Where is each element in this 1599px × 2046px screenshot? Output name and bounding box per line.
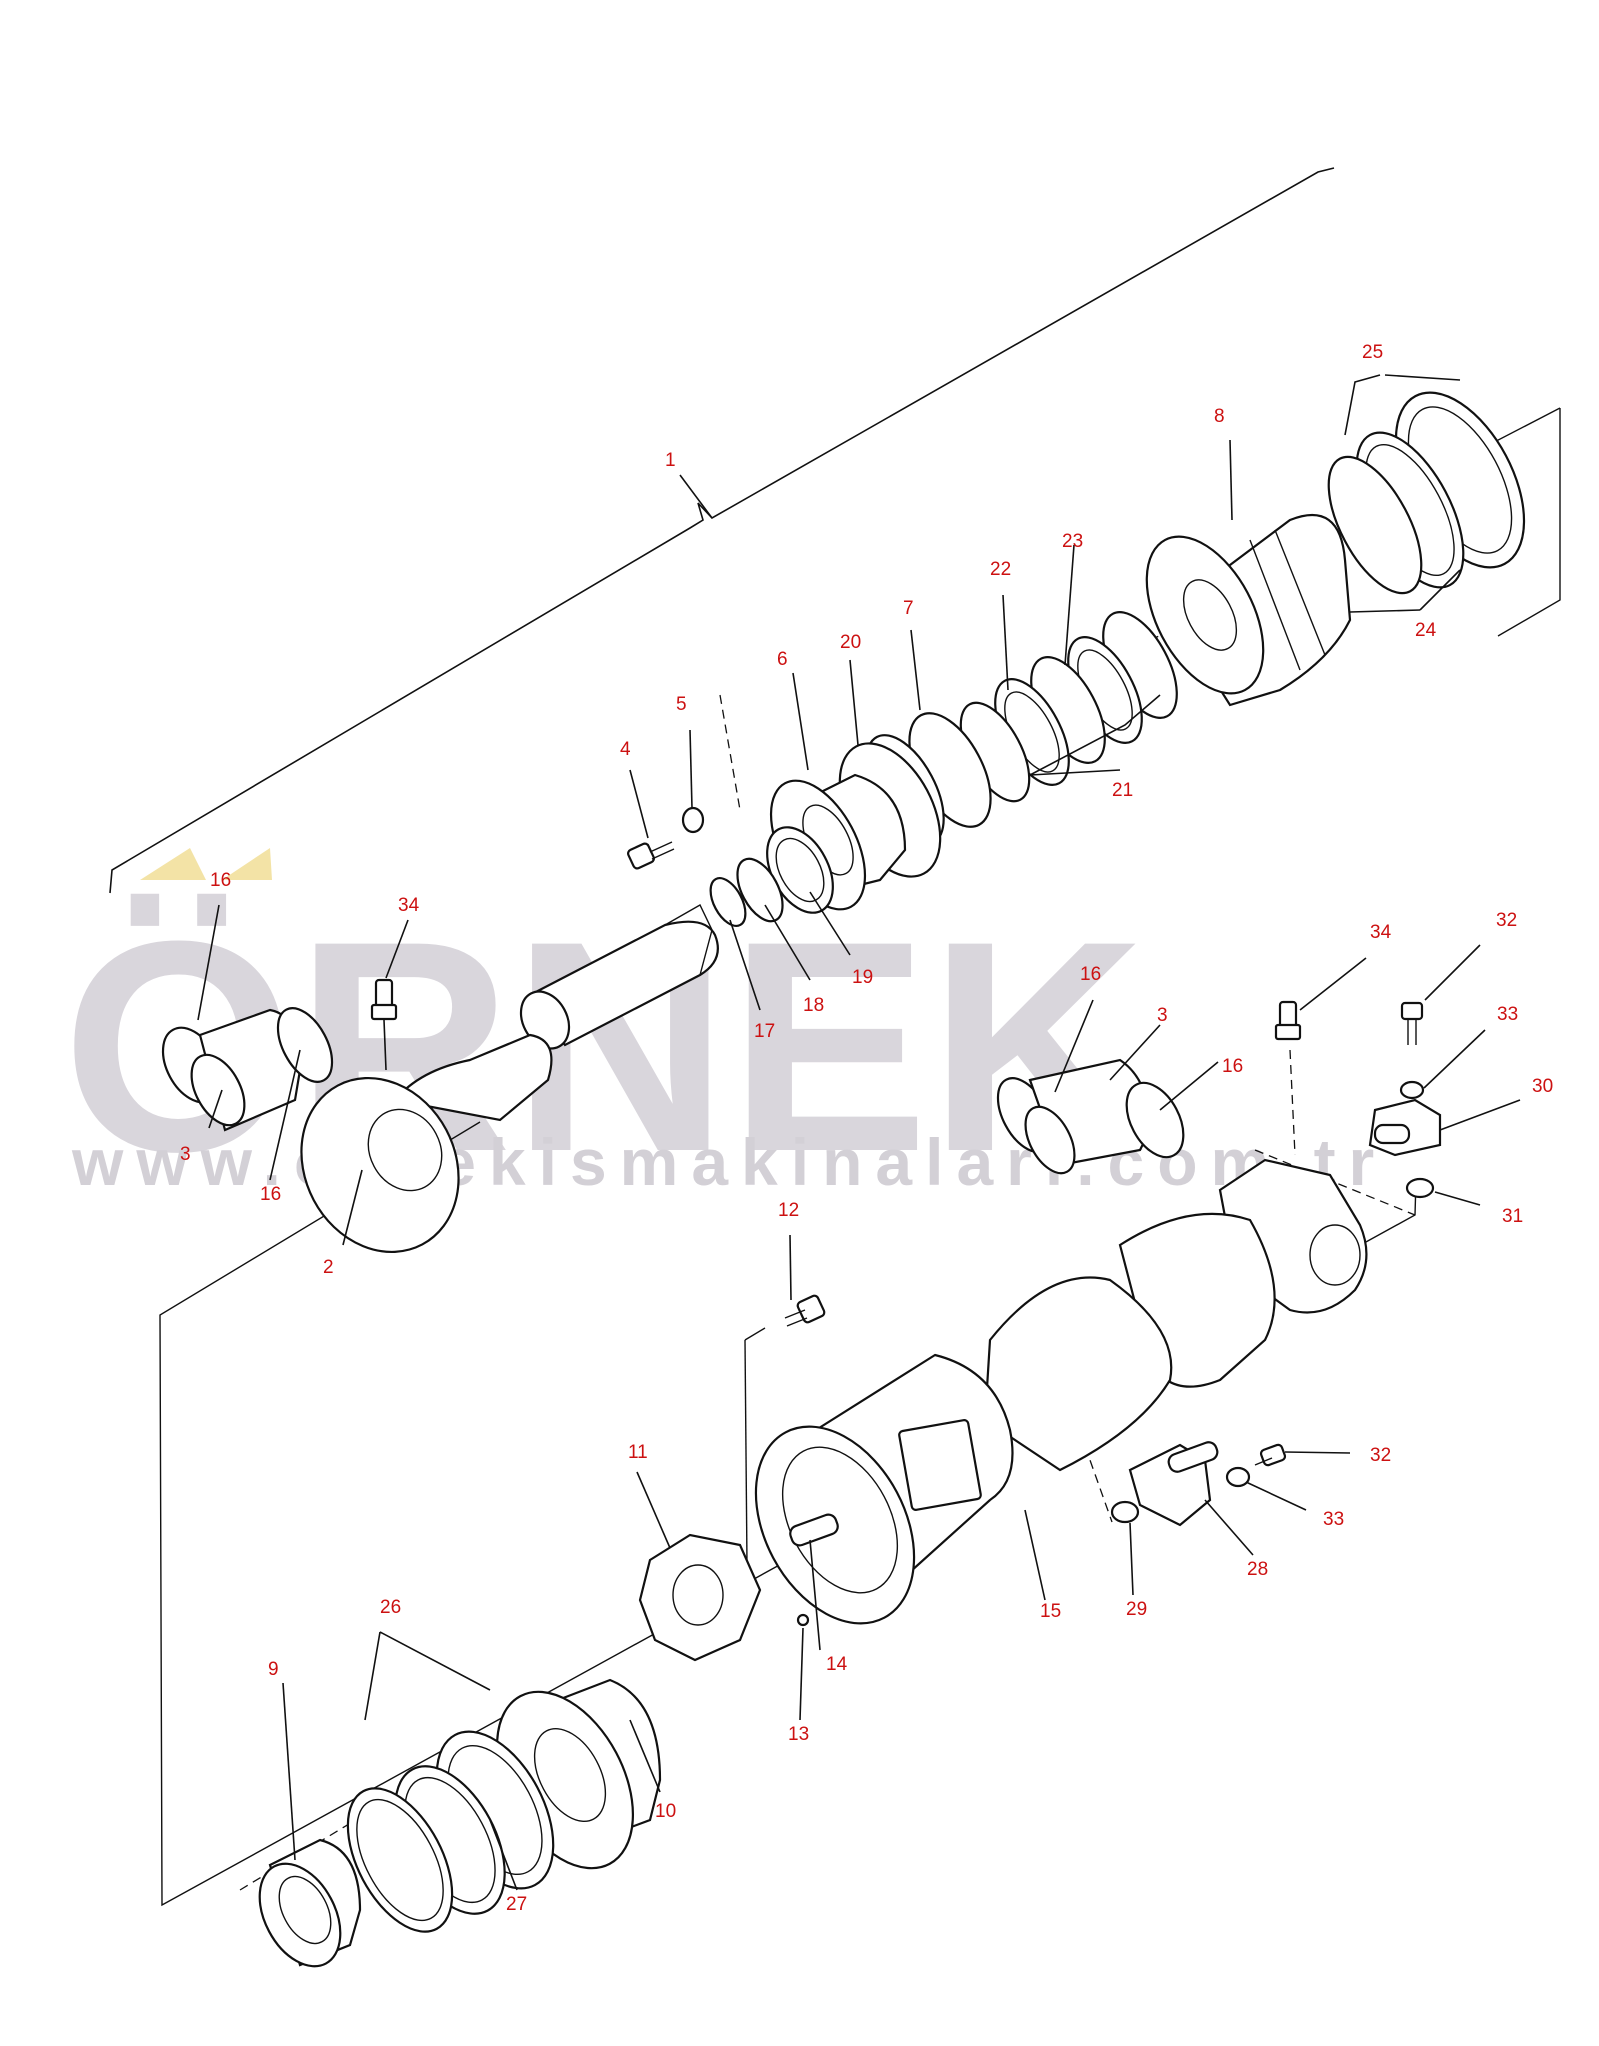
part-31-o-ring-right [1405,1177,1435,1199]
right-assembly [754,1000,1442,1627]
callout-19: 19 [852,967,873,988]
callout-24: 24 [1415,620,1437,641]
part-3-bushing-right [996,1058,1185,1175]
callout-5: 5 [676,694,687,715]
piston-rod [519,904,719,1050]
part-26-27-seal-rings [346,1730,555,1933]
part-11-nut [638,1533,762,1662]
callout-16-d: 16 [1222,1056,1243,1077]
callout-12: 12 [778,1200,799,1221]
callout-1: 1 [665,450,676,471]
part-5-washer [681,806,705,834]
callout-34-b: 34 [1370,922,1392,943]
callout-2: 2 [323,1257,334,1278]
callout-8: 8 [1214,406,1225,427]
callout-16-c: 16 [1080,964,1101,985]
callout-15: 15 [1040,1601,1061,1622]
callout-26: 26 [380,1597,401,1618]
callout-32-b: 32 [1370,1445,1391,1466]
callout-13: 13 [788,1724,809,1745]
part-30-flange-right [1368,1098,1442,1157]
callout-14: 14 [826,1654,848,1675]
part-32-bolt-right [1400,1001,1424,1045]
part-12-bolt [784,1294,826,1327]
callout-23: 23 [1062,531,1083,552]
part-24-seal-rings [1327,431,1465,595]
callout-33-b: 33 [1323,1509,1344,1530]
part-29-o-ring [1110,1500,1140,1524]
part-28-flange [1128,1441,1219,1527]
callout-3-a: 3 [180,1144,191,1165]
upper-assembly [161,391,1526,1254]
part-33-washer-right [1399,1080,1425,1100]
callout-30: 30 [1532,1076,1553,1097]
part-13-ball [796,1613,810,1627]
callout-17: 17 [754,1021,775,1042]
callout-31: 31 [1502,1206,1523,1227]
watermark-accent-right [222,848,272,880]
callout-32-a: 32 [1496,910,1517,931]
callout-4: 4 [620,739,631,760]
part-21-23-ring-pack [959,611,1178,803]
callout-22: 22 [990,559,1011,580]
callout-33-a: 33 [1497,1004,1518,1025]
watermark-accent-left [140,848,206,880]
callout-34-a: 34 [398,895,420,916]
part-32-bolt-lower [1254,1443,1287,1467]
callout-7: 7 [903,598,914,619]
part-34-grease-fitting-right [1274,1000,1302,1041]
frame-lines [159,407,1561,1907]
callout-20: 20 [840,632,861,653]
part-33-washer-lower [1225,1466,1251,1488]
callout-10: 10 [655,1801,676,1822]
part-2-rod-eye [300,1033,553,1254]
callout-11: 11 [628,1442,648,1463]
callout-29: 29 [1126,1599,1147,1620]
callout-16-a: 16 [210,870,231,891]
callout-labels: 1 25 8 23 22 24 7 20 6 5 4 21 19 18 17 1… [180,342,1553,1915]
part-4-bolt [627,841,675,870]
callout-3-b: 3 [1157,1005,1168,1026]
part-34-grease-fitting-left [370,978,398,1071]
part-9-bushing [258,1838,362,1968]
assembly-bracket [109,167,1335,894]
lower-assembly [258,1533,762,1968]
part-14-stud [789,1513,839,1547]
callout-28: 28 [1247,1559,1268,1580]
callout-6: 6 [777,649,788,670]
callout-18: 18 [803,995,824,1016]
part-3-bushing-left [161,1007,334,1132]
callout-25: 25 [1362,342,1383,363]
leader-lines [197,374,1521,1891]
part-8-piston [1145,514,1352,707]
part-15-barrel [754,1276,1173,1625]
callout-27: 27 [506,1894,527,1915]
callout-21: 21 [1112,780,1133,801]
callout-9: 9 [268,1659,279,1680]
callout-16-b: 16 [260,1184,281,1205]
